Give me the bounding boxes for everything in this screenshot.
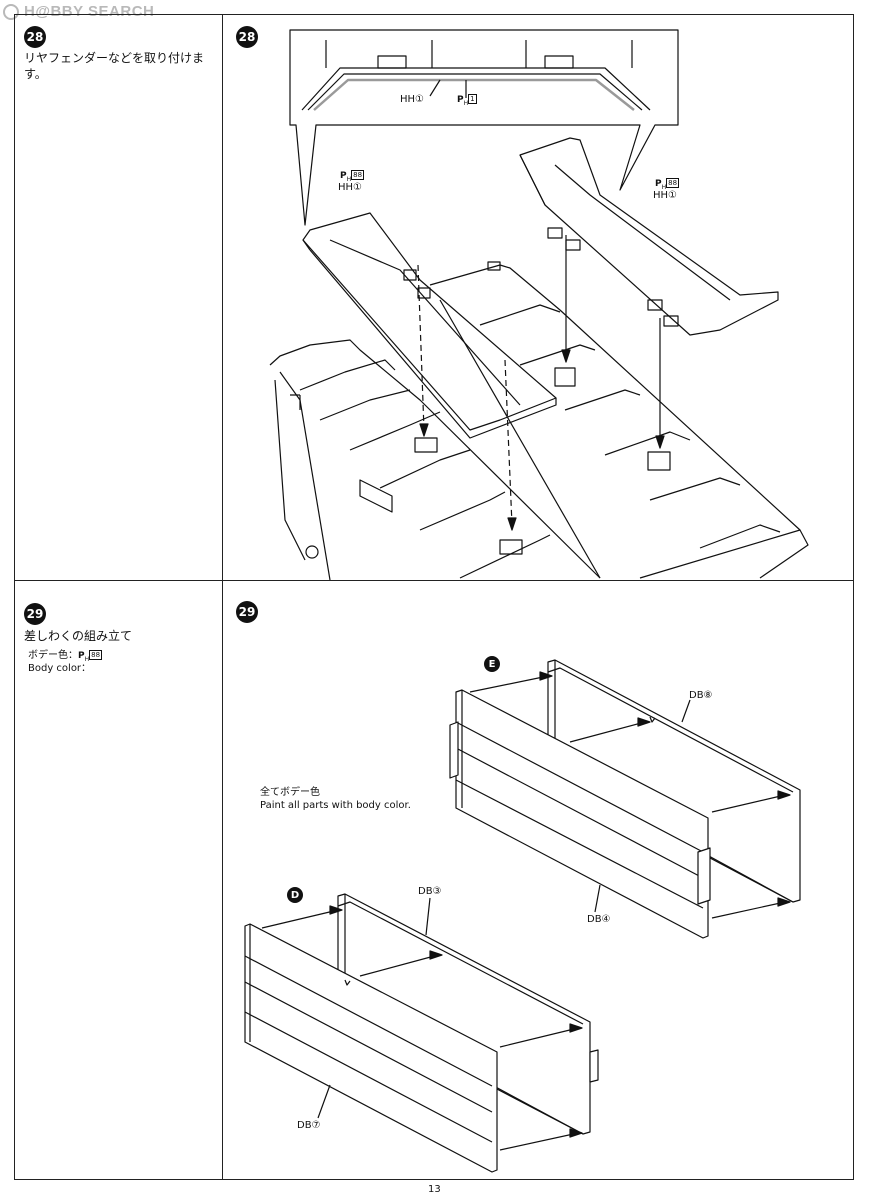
page-frame bbox=[14, 14, 854, 1180]
left-ph-code: 88 bbox=[351, 170, 365, 180]
watermark-logo-icon bbox=[3, 4, 19, 20]
db4-label: DB④ bbox=[587, 914, 611, 925]
body-color-en-label: Body color： bbox=[28, 663, 92, 674]
body-color-ph-prefix: P bbox=[78, 651, 85, 661]
watermark: H@BBY SEARCH bbox=[24, 3, 155, 20]
step-29-instruction: 差しわくの組み立て bbox=[24, 629, 133, 643]
left-ph-sub: H bbox=[346, 176, 352, 183]
db3-label: DB③ bbox=[418, 886, 442, 897]
assembly-d-marker: D bbox=[287, 887, 303, 903]
body-color-jp: ボデー色：PH88 bbox=[28, 650, 103, 666]
body-color-ph-code: 88 bbox=[89, 650, 103, 660]
body-color-ph-sub: H bbox=[84, 656, 90, 663]
body-color-jp-label: ボデー色： bbox=[28, 650, 78, 661]
assembly-e-marker: E bbox=[484, 656, 500, 672]
inset-ph-sub: H bbox=[463, 100, 469, 107]
right-fender-ph-label: PH88 bbox=[655, 178, 680, 191]
page-number: 13 bbox=[428, 1184, 441, 1195]
row-divider bbox=[14, 580, 854, 582]
paint-note-en: Paint all parts with body color. bbox=[260, 800, 411, 811]
right-ph-code: 88 bbox=[666, 178, 680, 188]
step-28-instruction: リヤフェンダーなどを取り付けます。 bbox=[24, 51, 205, 81]
inset-ph-code: 1 bbox=[468, 94, 477, 104]
left-ph-prefix: P bbox=[340, 171, 347, 181]
right-fender-hh-label: HH① bbox=[653, 190, 678, 201]
right-ph-sub: H bbox=[661, 184, 667, 191]
step-29-diagram-badge: 29 bbox=[236, 601, 258, 623]
inset-hh-label: HH① bbox=[400, 94, 425, 105]
inset-ph-prefix: P bbox=[457, 95, 464, 105]
inset-ph-label: PH1 bbox=[457, 94, 477, 107]
paint-note-jp: 全てボデー色 bbox=[260, 787, 320, 798]
left-fender-hh-label: HH① bbox=[338, 182, 363, 193]
step-28-badge: 28 bbox=[24, 26, 46, 48]
step-28-diagram-badge: 28 bbox=[236, 26, 258, 48]
right-ph-prefix: P bbox=[655, 179, 662, 189]
left-fender-ph-label: PH88 bbox=[340, 170, 365, 183]
db7-label: DB⑦ bbox=[297, 1120, 321, 1131]
column-divider bbox=[222, 14, 224, 1180]
step-29-badge: 29 bbox=[24, 603, 46, 625]
db8-label: DB⑧ bbox=[689, 690, 713, 701]
